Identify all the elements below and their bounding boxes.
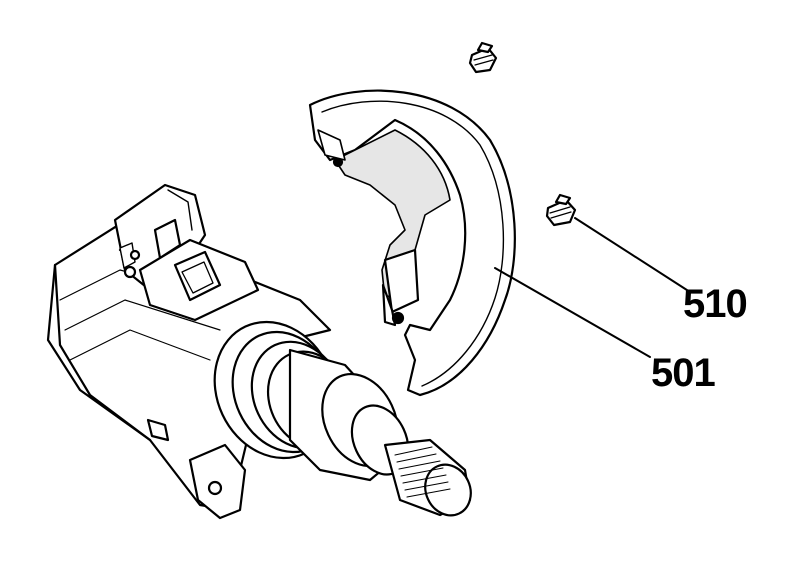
callout-label-510: 510 (683, 282, 748, 326)
leader-line-501 (494, 267, 651, 358)
splash-shield-501 (308, 89, 516, 397)
leader-line-510 (574, 217, 691, 293)
bolt-510-right (545, 193, 577, 227)
callout-label-501: 501 (651, 351, 716, 395)
steering-knuckle (46, 183, 472, 520)
bolt-510-upper (468, 41, 498, 74)
